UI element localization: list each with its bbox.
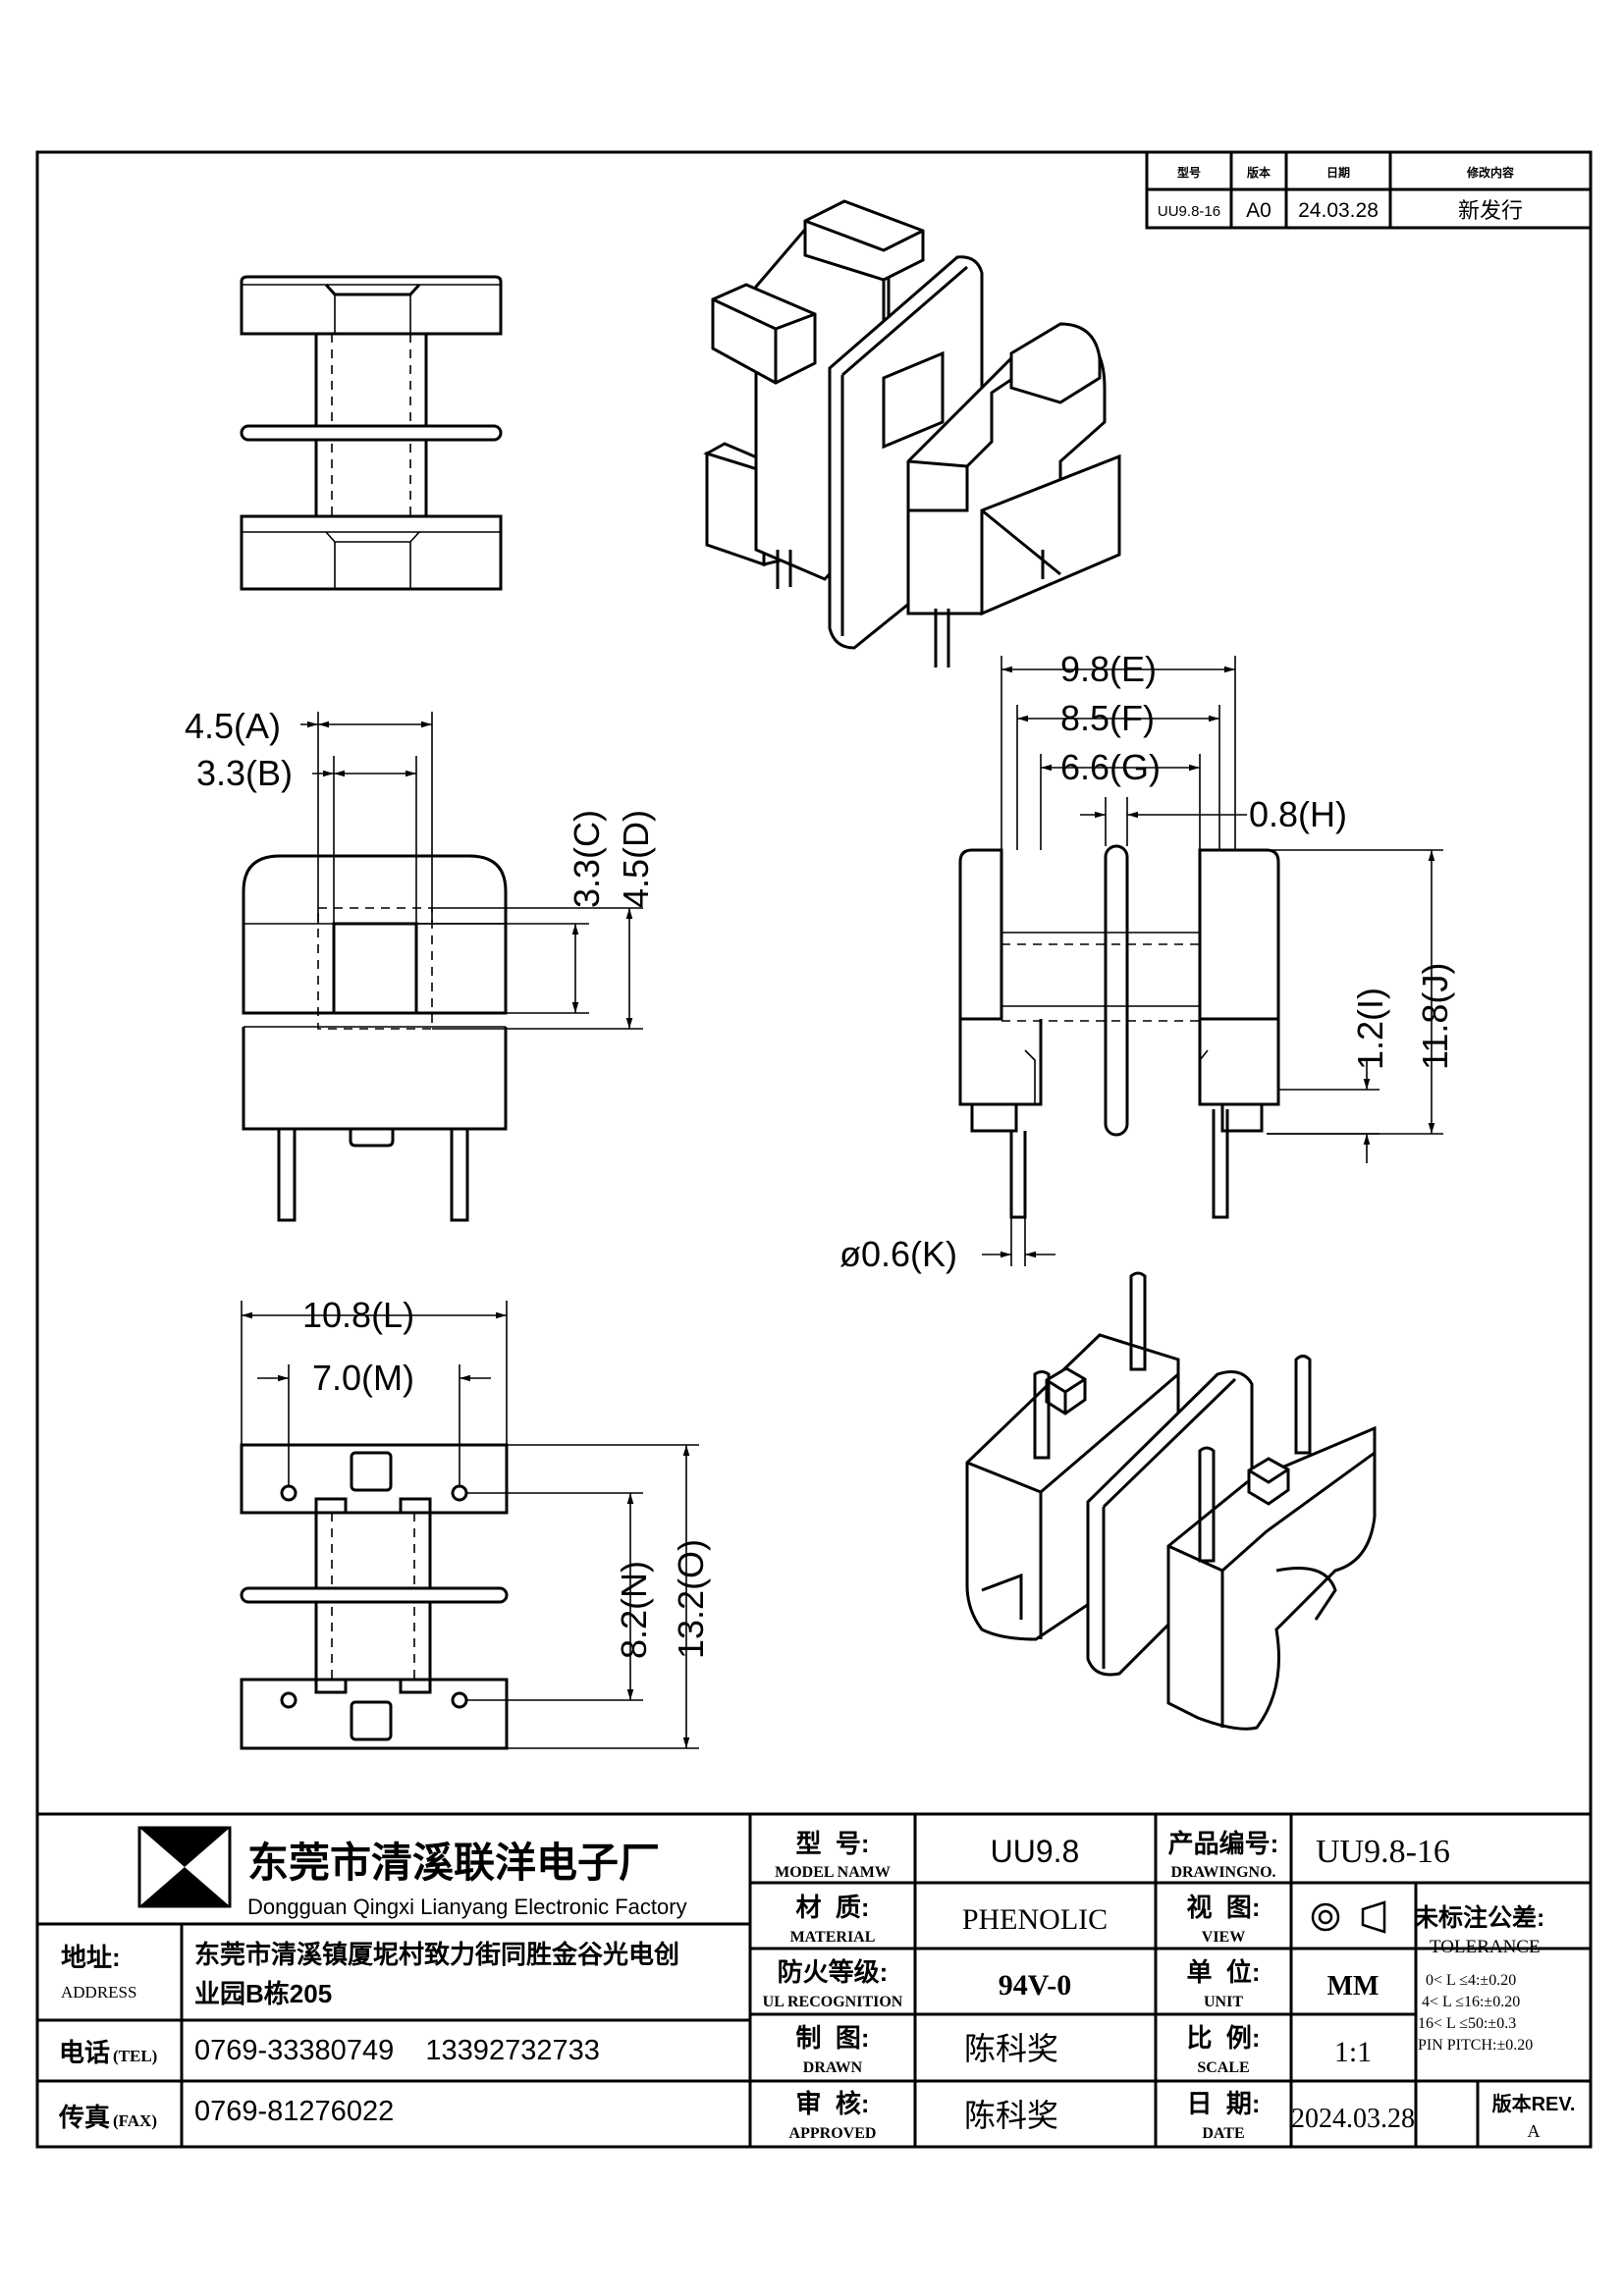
fax-label: 传真: [58, 2103, 110, 2132]
title-block: 东莞市清溪联洋电子厂 Dongguan Qingxi Lianyang Elec…: [35, 1812, 1593, 2149]
fire-rating-label-en: UL RECOGNITION: [763, 1994, 903, 2010]
scale-label-en: SCALE: [1197, 2059, 1249, 2076]
unit-label-en: UNIT: [1204, 1994, 1243, 2010]
tolerance-line-1: 0< L ≤4:±0.20: [1426, 1972, 1516, 1989]
drawing-no-value: UU9.8-16: [1316, 1834, 1450, 1870]
unit-label: 单 位:: [1186, 1957, 1260, 1987]
rev-header-model: 型号: [1177, 165, 1201, 180]
company-name-cn: 东莞市清溪联洋电子厂: [247, 1840, 660, 1886]
unit-value: MM: [1327, 1971, 1380, 2002]
dim-c-label: 3.3(C): [567, 810, 607, 908]
rev-header-date: 日期: [1326, 165, 1350, 180]
fax-label-en: (FAX): [113, 2111, 157, 2130]
approved-label-en: APPROVED: [789, 2125, 877, 2142]
model-value: UU9.8: [991, 1834, 1080, 1869]
tolerance-line-3: 16< L ≤50:±0.3: [1418, 2015, 1516, 2032]
address-line-1: 东莞市清溪镇厦坭村致力街同胜金谷光电创: [194, 1940, 679, 1969]
rev-value: A: [1528, 2121, 1541, 2141]
fire-rating-label: 防火等级:: [778, 1957, 889, 1987]
rev-row-date: 24.03.28: [1298, 199, 1379, 222]
dim-f-label: 8.5(F): [1060, 698, 1155, 738]
approved-label: 审 核:: [795, 2089, 869, 2118]
front-view: 4.5(A) 3.3(B) 3.3(C) 4.5(D): [185, 706, 656, 1222]
drawn-label: 制 图:: [795, 2023, 869, 2053]
rev-row-version: A0: [1246, 199, 1271, 222]
tolerance-line-2: 4< L ≤16:±0.20: [1422, 1994, 1520, 2010]
dim-l-label: 10.8(L): [302, 1295, 414, 1335]
material-label-en: MATERIAL: [790, 1929, 876, 1946]
date-label-en: DATE: [1202, 2125, 1244, 2142]
dim-d-label: 4.5(D): [616, 810, 656, 908]
fax-value: 0769-81276022: [194, 2096, 394, 2127]
dim-a-label: 4.5(A): [185, 706, 281, 746]
company-name-en: Dongguan Qingxi Lianyang Electronic Fact…: [247, 1895, 687, 1919]
projection-symbol-icon: [1311, 1900, 1386, 1934]
dim-o-label: 13.2(O): [671, 1539, 711, 1659]
view-label: 视 图:: [1186, 1893, 1260, 1922]
model-label-en: MODEL NAMW: [775, 1864, 891, 1881]
tolerance-title: 未标注公差:: [1414, 1903, 1544, 1932]
dim-m-label: 7.0(M): [312, 1358, 414, 1398]
dim-e-label: 9.8(E): [1060, 649, 1157, 689]
bottom-view: 10.8(L) 7.0(M) 8.2(N) 13.2(O): [240, 1295, 711, 1750]
dim-b-label: 3.3(B): [196, 753, 293, 793]
dim-j-label: 11.8(J): [1415, 963, 1455, 1070]
model-label: 型 号:: [795, 1829, 869, 1858]
top-view: [240, 275, 503, 591]
tolerance-line-4: PIN PITCH:±0.20: [1418, 2037, 1533, 2054]
dim-h-label: 0.8(H): [1249, 794, 1347, 834]
tel-value: 0769-33380749 13392732733: [194, 2035, 600, 2066]
revision-table: 型号 版本 日期 修改内容 UU9.8-16 A0 24.03.28 新发行: [1145, 150, 1593, 230]
address-label: 地址:: [61, 1943, 121, 1972]
side-view: 9.8(E) 8.5(F) 6.6(G) 0.8(H) 1.2(I) 11.8(…: [839, 649, 1455, 1274]
view-label-en: VIEW: [1202, 1929, 1245, 1946]
dim-g-label: 6.6(G): [1060, 747, 1161, 787]
dim-n-label: 8.2(N): [614, 1561, 654, 1659]
material-value: PHENOLIC: [962, 1903, 1108, 1936]
tel-label: 电话: [59, 2038, 110, 2067]
address-line-2: 业园B栋205: [194, 1979, 332, 2008]
address-label-en: ADDRESS: [61, 1983, 136, 2002]
isometric-view-bottom: [965, 1271, 1377, 1731]
drawing-no-label: 产品编号:: [1168, 1829, 1279, 1858]
material-label: 材 质:: [795, 1893, 869, 1922]
tolerance-title-en: TOLERANCE: [1430, 1937, 1541, 1957]
scale-label: 比 例:: [1186, 2023, 1260, 2053]
drawn-label-en: DRAWN: [803, 2059, 863, 2076]
rev-header-version: 版本: [1247, 165, 1271, 180]
dim-k-label: ø0.6(K): [839, 1234, 957, 1274]
date-value: 2024.03.28: [1291, 2104, 1415, 2134]
drawing-no-label-en: DRAWINGNO.: [1170, 1864, 1275, 1881]
isometric-view-top: [703, 199, 1121, 667]
dim-i-label: 1.2(I): [1350, 988, 1390, 1070]
company-logo-icon: [137, 1826, 232, 1908]
rev-row-content: 新发行: [1458, 198, 1523, 223]
fire-rating-value: 94V-0: [999, 1969, 1071, 2002]
rev-label: 版本REV.: [1492, 2092, 1576, 2115]
rev-header-content: 修改内容: [1466, 165, 1514, 180]
drawn-value: 陈科奖: [964, 2031, 1058, 2066]
scale-value: 1:1: [1334, 2036, 1372, 2068]
rev-row-model: UU9.8-16: [1158, 203, 1220, 220]
date-label: 日 期:: [1186, 2089, 1260, 2118]
tel-label-en: (TEL): [113, 2047, 157, 2065]
approved-value: 陈科奖: [964, 2098, 1058, 2133]
